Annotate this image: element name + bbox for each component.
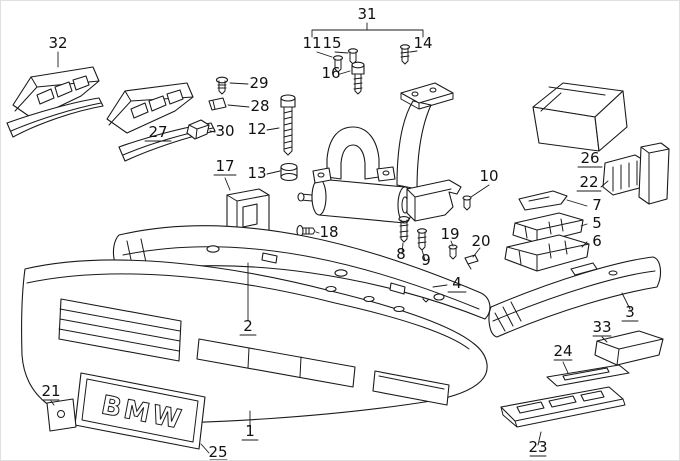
part-label-22[interactable]: 22: [579, 173, 598, 191]
part-label-10[interactable]: 10: [479, 167, 498, 185]
part-label-29[interactable]: 29: [249, 74, 268, 92]
part-12-bolt: [280, 94, 296, 156]
part-8-screw: [398, 216, 410, 243]
part-label-1[interactable]: 1: [245, 422, 255, 440]
part-label-9[interactable]: 9: [421, 251, 431, 269]
part-label-11[interactable]: 11: [302, 34, 321, 52]
part-label-5[interactable]: 5: [592, 214, 602, 232]
part-label-2[interactable]: 2: [243, 317, 253, 335]
part-33-channel: [594, 330, 664, 366]
part-label-32[interactable]: 32: [48, 34, 67, 52]
part-label-8[interactable]: 8: [396, 245, 406, 263]
part-label-3[interactable]: 3: [625, 303, 635, 321]
part-label-12[interactable]: 12: [247, 120, 266, 138]
part-21-tag: [46, 398, 77, 432]
part-label-18[interactable]: 18: [319, 223, 338, 241]
part-5-mount: [512, 212, 584, 244]
part-label-27[interactable]: 27: [148, 123, 167, 141]
part-6-mount: [504, 234, 590, 272]
part-label-24[interactable]: 24: [553, 342, 572, 360]
part-15-screw: [347, 48, 359, 65]
part-label-20[interactable]: 20: [471, 232, 490, 250]
part-label-14[interactable]: 14: [413, 34, 432, 52]
part-label-23[interactable]: 23: [528, 438, 547, 456]
part-25-license-plate: BMW: [74, 372, 206, 450]
part-label-33[interactable]: 33: [592, 318, 611, 336]
part-9-screw: [416, 228, 428, 251]
part-29-screw: [215, 76, 229, 95]
part-30-clip: [186, 119, 210, 140]
part-1-bumper: [21, 259, 488, 424]
part-3-side-carrier: [488, 256, 662, 338]
part-label-25[interactable]: 25: [208, 443, 227, 461]
part-10-clamp-bracket: [406, 179, 472, 222]
part-label-26[interactable]: 26: [580, 149, 599, 167]
part-label-4[interactable]: 4: [452, 274, 462, 292]
part-label-6[interactable]: 6: [592, 232, 602, 250]
part-7-bracket: [518, 190, 568, 211]
part-label-30[interactable]: 30: [215, 122, 234, 140]
part-26-box: [532, 82, 628, 152]
part-24-strip: [546, 364, 630, 387]
part-11-screw: [332, 55, 344, 73]
part-label-21[interactable]: 21: [41, 382, 60, 400]
part-label-16[interactable]: 16: [321, 64, 340, 82]
part-28-clip: [208, 97, 227, 111]
part-19-rivet: [448, 244, 458, 260]
part-20-clip: [464, 254, 479, 270]
part-label-19[interactable]: 19: [440, 225, 459, 243]
part-label-28[interactable]: 28: [250, 97, 269, 115]
part-14-screw: [399, 44, 411, 65]
part-23-slotted-strip: [500, 386, 626, 428]
part-label-31[interactable]: 31: [357, 5, 376, 23]
callout-labels: 31 32 11 15 14 16 29 28 27 30 12 13 17 2…: [41, 5, 635, 461]
part-label-7[interactable]: 7: [592, 196, 602, 214]
part-16-bolt: [351, 61, 365, 95]
part-label-15[interactable]: 15: [322, 34, 341, 52]
part-22-bracket: [602, 142, 670, 205]
part-label-17[interactable]: 17: [215, 157, 234, 175]
leader-lines: [42, 22, 639, 460]
part-18-screw: [296, 224, 316, 238]
part-label-13[interactable]: 13: [247, 164, 266, 182]
part-13-grommet: [280, 162, 298, 182]
part-32-trim: [6, 66, 104, 138]
